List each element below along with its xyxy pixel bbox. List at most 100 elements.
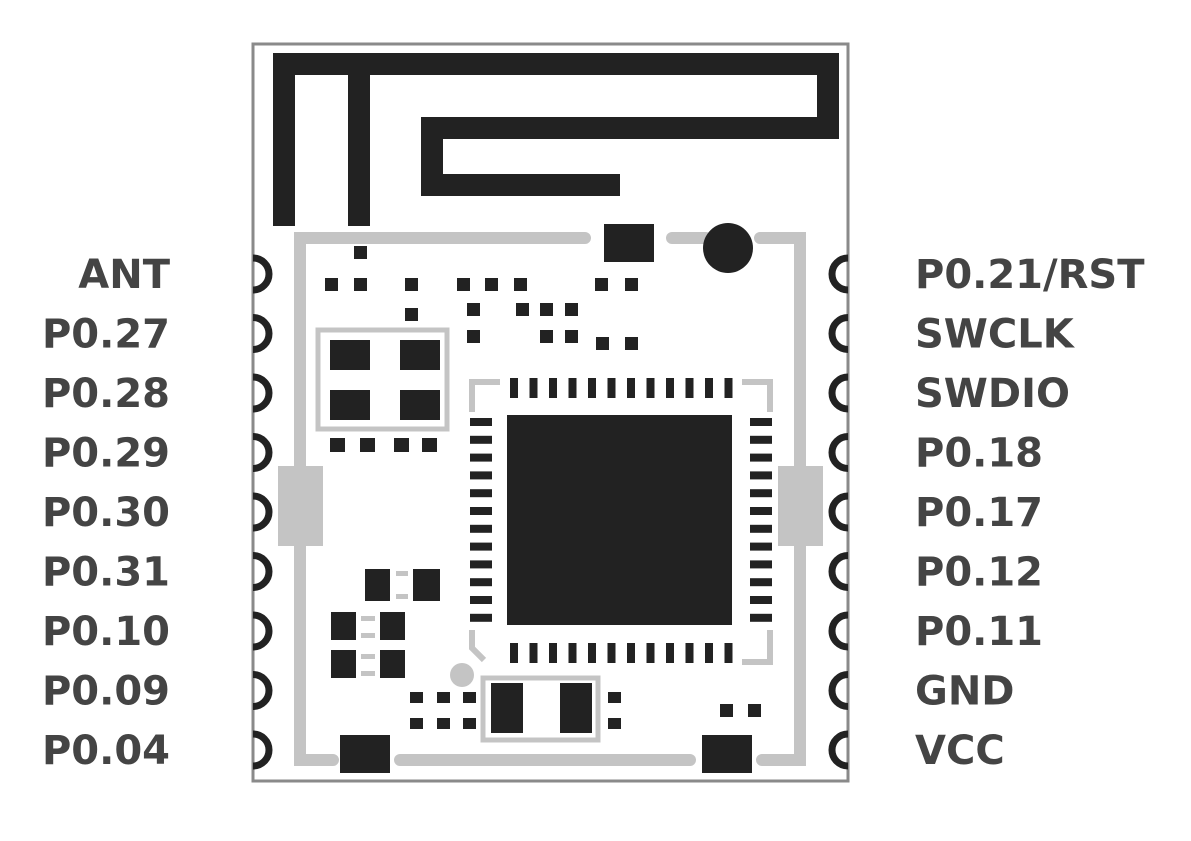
soc-pad bbox=[470, 578, 492, 587]
crystal-outline bbox=[315, 327, 450, 432]
soc-pad bbox=[510, 378, 518, 398]
soc-pad bbox=[685, 378, 694, 398]
shield-tab-right bbox=[778, 466, 823, 546]
soc-pad bbox=[470, 524, 492, 533]
soc-pad bbox=[529, 378, 538, 398]
soc-pad bbox=[705, 378, 713, 398]
soc-pad bbox=[470, 489, 492, 498]
right-pin-labels: P0.21/RST SWCLK SWDIO P0.18P0.17P0.12P0.11G… bbox=[915, 252, 1145, 774]
passive-components-bottom bbox=[410, 692, 761, 729]
soc-pad bbox=[627, 643, 635, 663]
castellated-pad-p0-21-rst bbox=[828, 254, 849, 294]
crystal-pads bbox=[330, 340, 440, 420]
castellated-pad-p0-17 bbox=[828, 492, 849, 532]
soc-pad bbox=[685, 643, 694, 663]
left-pin-labels: ANT P0.27P0.28P0.29P0.30P0.31P0.10P0.09P0… bbox=[42, 252, 171, 774]
pin-label-p0-29: P0.29 bbox=[42, 431, 170, 477]
castellated-pad-ant bbox=[252, 254, 273, 294]
soc-pad bbox=[470, 471, 492, 480]
soc-pad bbox=[750, 489, 772, 498]
inductor-outline bbox=[480, 675, 601, 743]
soc-outline bbox=[469, 379, 773, 665]
castellated-pad-p0-11 bbox=[828, 611, 849, 651]
soc-pad bbox=[750, 453, 772, 462]
soc-pad bbox=[646, 643, 655, 663]
ground-pad-right bbox=[702, 735, 752, 773]
castellated-pad-p0-12 bbox=[828, 552, 849, 591]
fiducial-mark bbox=[450, 663, 474, 687]
soc-pad bbox=[750, 471, 772, 480]
pin-label-p0-17: P0.17 bbox=[915, 490, 1043, 536]
component-top-block bbox=[604, 224, 654, 262]
soc-pad bbox=[705, 643, 713, 663]
pin-label-swclk: SWCLK bbox=[915, 312, 1076, 358]
soc-pad bbox=[750, 542, 772, 551]
soc-pad bbox=[607, 643, 616, 663]
pin-label-p0-11: P0.11 bbox=[915, 609, 1043, 655]
soc-pad bbox=[470, 542, 492, 551]
pcb-antenna-trace bbox=[273, 53, 839, 226]
castellated-pad-swclk bbox=[828, 314, 849, 353]
soc-pad bbox=[627, 378, 635, 398]
pin-label-p0-27: P0.27 bbox=[42, 312, 170, 358]
castellated-pad-gnd bbox=[828, 671, 849, 710]
soc-pad bbox=[470, 596, 492, 604]
castellated-pad-p0-18 bbox=[828, 433, 849, 472]
pin-label-p0-04: P0.04 bbox=[42, 728, 170, 774]
soc-pad bbox=[666, 643, 674, 663]
pin-label-p0-31: P0.31 bbox=[42, 550, 170, 596]
soc-pad bbox=[724, 643, 733, 663]
pin-label-p0-10: P0.10 bbox=[42, 609, 170, 655]
pin-label-p0-12: P0.12 bbox=[915, 550, 1043, 596]
soc-pad bbox=[666, 378, 674, 398]
soc-pad bbox=[470, 453, 492, 462]
soc-pad bbox=[588, 643, 596, 663]
pin-label-ant: ANT bbox=[78, 252, 170, 298]
castellated-pad-swdio bbox=[828, 373, 849, 413]
castellated-pad-vcc bbox=[828, 730, 849, 770]
soc-pad bbox=[568, 378, 577, 398]
soc-pad bbox=[750, 435, 772, 444]
castellated-pad-p0-27 bbox=[252, 314, 273, 353]
soc-pad bbox=[510, 643, 518, 663]
soc-pad bbox=[750, 560, 772, 569]
soc-pad bbox=[750, 613, 772, 622]
soc-pad bbox=[750, 524, 772, 533]
castellated-pad-p0-28 bbox=[252, 373, 273, 413]
pin-label-p0-21-rst: P0.21/RST bbox=[915, 252, 1145, 298]
shield-tab-left bbox=[278, 466, 323, 546]
soc-pad bbox=[470, 613, 492, 622]
right-castellated-pads bbox=[828, 254, 849, 770]
left-castellated-pads bbox=[252, 254, 273, 770]
soc-pad bbox=[750, 596, 772, 604]
soc-pad bbox=[724, 378, 733, 398]
castellated-pad-p0-09 bbox=[252, 671, 273, 710]
soc-pad bbox=[750, 578, 772, 587]
inductor-pad-left bbox=[491, 683, 523, 733]
inductor-pad-right bbox=[560, 683, 592, 733]
soc-pad bbox=[588, 378, 596, 398]
soc-pin-pads bbox=[470, 378, 772, 663]
component-round-pad bbox=[703, 223, 753, 273]
passive-components-lower-left bbox=[331, 569, 440, 678]
pin-label-swdio: SWDIO bbox=[915, 371, 1070, 417]
pin-label-p0-30: P0.30 bbox=[42, 490, 170, 536]
castellated-pad-p0-29 bbox=[252, 433, 273, 472]
soc-pad bbox=[549, 643, 557, 663]
passive-components-top bbox=[325, 246, 638, 350]
castellated-pad-p0-31 bbox=[252, 552, 273, 591]
pin-label-p0-09: P0.09 bbox=[42, 669, 170, 715]
soc-pad bbox=[750, 418, 772, 426]
soc-body bbox=[507, 415, 732, 625]
castellated-pad-p0-04 bbox=[252, 730, 273, 770]
castellated-pad-p0-10 bbox=[252, 611, 273, 651]
pin-label-p0-18: P0.18 bbox=[915, 431, 1043, 477]
soc-pad bbox=[470, 560, 492, 569]
pin-label-gnd: GND bbox=[915, 669, 1015, 715]
soc-pad bbox=[529, 643, 538, 663]
pin-label-vcc: VCC bbox=[915, 728, 1005, 774]
pin-label-p0-28: P0.28 bbox=[42, 371, 170, 417]
castellated-pad-p0-30 bbox=[252, 492, 273, 532]
soc-pad bbox=[646, 378, 655, 398]
